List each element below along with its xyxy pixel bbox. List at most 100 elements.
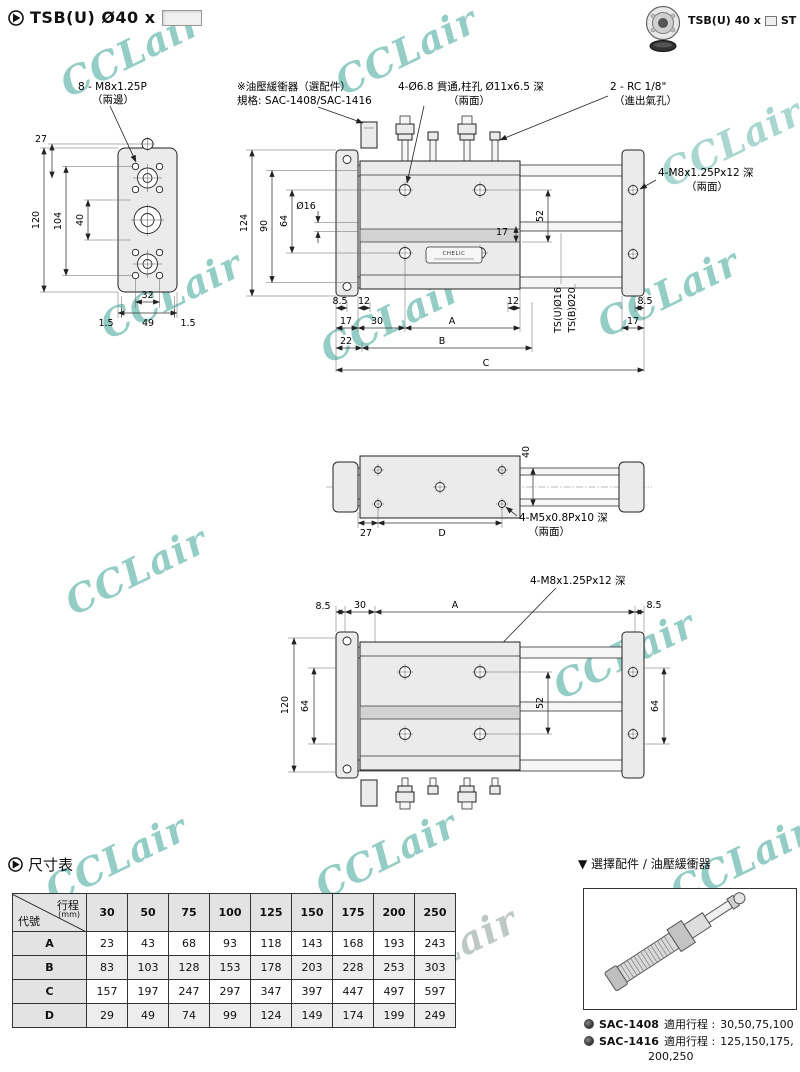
dim-label: 120 <box>31 211 42 229</box>
page-title: TSB(U) Ø40 x <box>30 8 156 27</box>
dim-label: 30 <box>354 600 366 611</box>
value-cell: 297 <box>209 979 251 1004</box>
dim-label: 8.5 <box>646 600 661 611</box>
value-cell: 397 <box>291 979 333 1004</box>
tap-callout: 4-M8x1.25Px12 深 <box>658 167 754 179</box>
value-cell: 153 <box>209 955 251 980</box>
value-cell: 303 <box>414 955 456 980</box>
stroke-col-header: 30 <box>86 893 128 932</box>
port-callout: 2 - RC 1/8" <box>610 81 666 93</box>
dim-label: 40 <box>75 214 86 226</box>
accessory-strokes: 125,150,175, <box>720 1034 794 1048</box>
thread-callout: 8 - M8x1.25P <box>78 81 147 93</box>
stroke-col-header: 150 <box>291 893 333 932</box>
value-cell: 193 <box>373 931 415 956</box>
value-cell: 228 <box>332 955 374 980</box>
page-header: TSB(U) Ø40 x <box>8 8 202 27</box>
tap-callout-note: （兩面） <box>528 526 570 538</box>
value-cell: 178 <box>250 955 292 980</box>
value-cell: 243 <box>414 931 456 956</box>
size-table-header-row: 行程 (mm) 代號 30 50 75 100 125 150 175 200 … <box>12 893 456 932</box>
row-code-cell: C <box>12 979 87 1004</box>
dim-label: 17 <box>627 316 639 327</box>
dim-label: 12 <box>358 296 370 307</box>
dim-label: 64 <box>300 700 311 712</box>
dim-label: D <box>438 528 445 539</box>
dim-label: 8.5 <box>315 601 330 612</box>
size-table-title-text: 尺寸表 <box>28 856 74 874</box>
size-table: 行程 (mm) 代號 30 50 75 100 125 150 175 200 … <box>12 893 456 1028</box>
diagonal-header-cell: 行程 (mm) 代號 <box>12 893 87 932</box>
dim-label: 52 <box>535 697 546 709</box>
value-cell: 128 <box>168 955 210 980</box>
value-cell: 199 <box>373 1003 415 1028</box>
dim-label: 27 <box>35 134 47 145</box>
value-cell: 118 <box>250 931 292 956</box>
technical-drawings: 120 104 40 27 32 1.5 49 1.5 <box>31 80 754 810</box>
value-cell: 43 <box>127 931 169 956</box>
bottom-view: 8.5 30 A 8.5 4-M8x1.25Px12 深 <box>280 575 670 810</box>
size-table-title: 尺寸表 <box>8 854 73 875</box>
accessory-label: 適用行程 : <box>663 1018 716 1031</box>
accessory-model: SAC-1416 <box>599 1034 659 1048</box>
dim-label: 17 <box>496 227 508 238</box>
top-view: 40 27 D 4-M5x0.8Px10 深 （兩面） <box>326 446 652 539</box>
code-header-label: 代號 <box>18 915 40 928</box>
accessory-strokes: 30,50,75,100 <box>720 1017 794 1031</box>
accessory-label: 適用行程 : <box>663 1035 716 1048</box>
row-code-cell: D <box>12 1003 87 1028</box>
model-ref-suffix: ST <box>780 14 797 27</box>
value-cell: 68 <box>168 931 210 956</box>
dim-label: 32 <box>141 290 153 301</box>
model-reference: TSB(U) 40 x ST <box>644 4 796 54</box>
accessory-item: SAC-1408 適用行程 : 30,50,75,100 <box>584 1016 794 1032</box>
buffer-callout: ※油壓緩衝器（選配件） <box>237 80 351 93</box>
value-cell: 174 <box>332 1003 374 1028</box>
dim-label: 8.5 <box>332 296 347 307</box>
dim-label: 1.5 <box>180 318 195 329</box>
section-marker-icon <box>8 9 24 26</box>
value-cell: 497 <box>373 979 415 1004</box>
tap-callout: 4-M8x1.25Px12 深 <box>530 575 626 587</box>
dim-label: A <box>449 316 456 327</box>
stroke-col-header: 100 <box>209 893 251 932</box>
cylinder-end-view-icon <box>644 4 682 54</box>
table-row: B 83 103 128 153 178 203 228 253 303 <box>12 955 456 980</box>
dim-label: 27 <box>360 528 372 539</box>
value-cell: 49 <box>127 1003 169 1028</box>
dim-label: 12 <box>507 296 519 307</box>
table-row: C 157 197 247 297 347 397 447 497 597 <box>12 979 456 1004</box>
accessory-strokes-continued: 200,250 <box>648 1050 694 1063</box>
port-callout-note: （進出氣孔） <box>614 94 677 107</box>
value-cell: 83 <box>86 955 128 980</box>
dim-label: 8.5 <box>637 296 652 307</box>
order-code-box <box>161 9 202 26</box>
value-cell: 203 <box>291 955 333 980</box>
dim-label: 120 <box>280 696 291 714</box>
accessory-model: SAC-1408 <box>599 1017 659 1031</box>
value-cell: 93 <box>209 931 251 956</box>
side-view: CHELIC 124 90 64 Ø16 52 <box>237 80 754 373</box>
dim-label: 49 <box>142 318 154 329</box>
brand-bullet-icon <box>584 1036 594 1046</box>
stroke-col-header: 125 <box>250 893 292 932</box>
value-cell: 253 <box>373 955 415 980</box>
row-code-cell: A <box>12 931 87 956</box>
dim-label: 52 <box>535 210 546 222</box>
dim-label: 124 <box>239 214 250 232</box>
shock-absorber-drawing <box>604 892 746 992</box>
accessory-image-box <box>583 888 797 1010</box>
section-marker-icon <box>8 857 23 872</box>
dim-label: 22 <box>340 336 352 347</box>
value-cell: 74 <box>168 1003 210 1028</box>
dim-label: 1.5 <box>98 318 113 329</box>
buffer-callout-spec: 規格: SAC-1408/SAC-1416 <box>237 94 372 107</box>
shock-absorber-mounted <box>360 121 378 149</box>
dim-label: Ø16 <box>296 201 316 212</box>
table-row: A 23 43 68 93 118 143 168 193 243 <box>12 931 456 956</box>
value-cell: 23 <box>86 931 128 956</box>
dim-label: 64 <box>650 700 661 712</box>
tap-callout-note: （兩面） <box>686 181 728 193</box>
value-cell: 347 <box>250 979 292 1004</box>
